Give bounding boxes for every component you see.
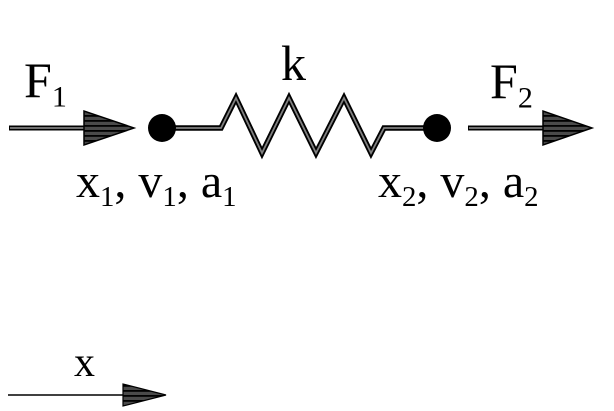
f2-arrowhead-icon — [542, 109, 595, 147]
spring-assembly — [162, 91, 437, 160]
spring-outline — [162, 91, 437, 160]
spring-core — [162, 95, 437, 156]
force-f1-label: F1 — [24, 52, 67, 114]
x-axis-arrow — [8, 383, 167, 407]
spring-constant-label: k — [281, 35, 306, 91]
mass2-dot — [423, 114, 451, 142]
mass1-dot — [148, 114, 176, 142]
mass2-kinematics-label: x2, v2, a2 — [378, 155, 539, 214]
f1-force-arrow — [9, 109, 137, 147]
f1-arrowhead-icon — [83, 109, 137, 147]
x-axis-label: x — [74, 340, 95, 386]
f2-force-arrow — [468, 109, 595, 147]
mass1-kinematics-label: x1, v1, a1 — [76, 155, 237, 214]
force-f2-label: F2 — [490, 53, 533, 115]
x-axis-arrowhead-icon — [122, 383, 167, 407]
